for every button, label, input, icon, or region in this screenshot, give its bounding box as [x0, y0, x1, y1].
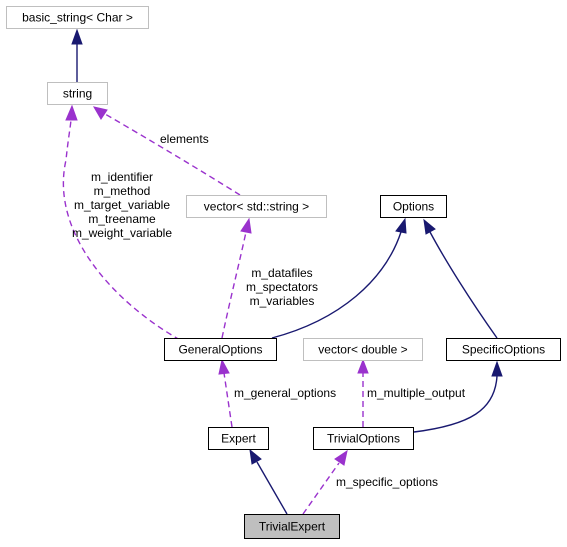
node-trivial-expert[interactable]: TrivialExpert	[244, 514, 340, 539]
edge-trivial-options-to-vector-double	[357, 358, 369, 427]
edge-string-to-basic-string	[71, 28, 83, 82]
edge-general-options-to-string	[62, 104, 181, 341]
edge-label-m-specific-options: m_specific_options	[336, 475, 438, 489]
node-general-options-label: GeneralOptions	[178, 343, 262, 357]
node-trivial-options[interactable]: TrivialOptions	[313, 427, 414, 450]
node-vector-double[interactable]: vector< double >	[303, 338, 423, 361]
edge-trivial-expert-to-expert	[249, 448, 288, 515]
edge-label-m-treename: m_treename	[88, 212, 156, 226]
edge-label-vector-members: m_datafiles m_spectators m_variables	[246, 266, 318, 308]
edge-label-elements: elements	[160, 132, 209, 146]
node-string[interactable]: string	[47, 82, 108, 105]
edge-expert-to-general-options	[218, 358, 233, 428]
node-vector-string-label: vector< std::string >	[204, 200, 309, 214]
edge-label-m-general-options: m_general_options	[234, 386, 336, 400]
edge-label-m-target-variable: m_target_variable	[74, 198, 170, 212]
node-string-label: string	[63, 87, 92, 101]
node-trivial-expert-label: TrivialExpert	[259, 520, 326, 534]
edge-specific-options-to-options	[423, 218, 498, 339]
edge-trivial-options-to-specific-options	[413, 360, 503, 433]
edge-general-options-to-vector-string	[221, 217, 252, 339]
edge-label-m-method: m_method	[94, 184, 151, 198]
edge-label-m-weight-variable: m_weight_variable	[72, 226, 172, 240]
node-vector-string[interactable]: vector< std::string >	[186, 195, 327, 218]
node-basic-string-label: basic_string< Char >	[22, 11, 133, 25]
edge-label-string-members: m_identifier m_method m_target_variable …	[72, 170, 172, 240]
edge-label-m-datafiles: m_datafiles	[251, 266, 312, 280]
node-general-options[interactable]: GeneralOptions	[164, 338, 277, 361]
edge-trivial-expert-to-trivial-options	[302, 449, 348, 515]
edge-vector-string-to-string	[92, 106, 241, 196]
node-expert[interactable]: Expert	[208, 427, 269, 450]
node-trivial-options-label: TrivialOptions	[327, 432, 400, 446]
edge-label-m-multiple-output: m_multiple_output	[367, 386, 466, 400]
edge-label-m-identifier: m_identifier	[91, 170, 153, 184]
node-specific-options[interactable]: SpecificOptions	[446, 338, 561, 361]
node-options-label: Options	[393, 200, 434, 214]
node-expert-label: Expert	[221, 432, 256, 446]
node-options[interactable]: Options	[380, 195, 447, 218]
node-vector-double-label: vector< double >	[318, 343, 407, 357]
edge-label-m-variables: m_variables	[250, 294, 315, 308]
node-specific-options-label: SpecificOptions	[462, 343, 545, 357]
edge-general-options-to-options	[271, 217, 407, 339]
node-basic-string[interactable]: basic_string< Char >	[6, 6, 149, 29]
edge-label-m-spectators: m_spectators	[246, 280, 318, 294]
